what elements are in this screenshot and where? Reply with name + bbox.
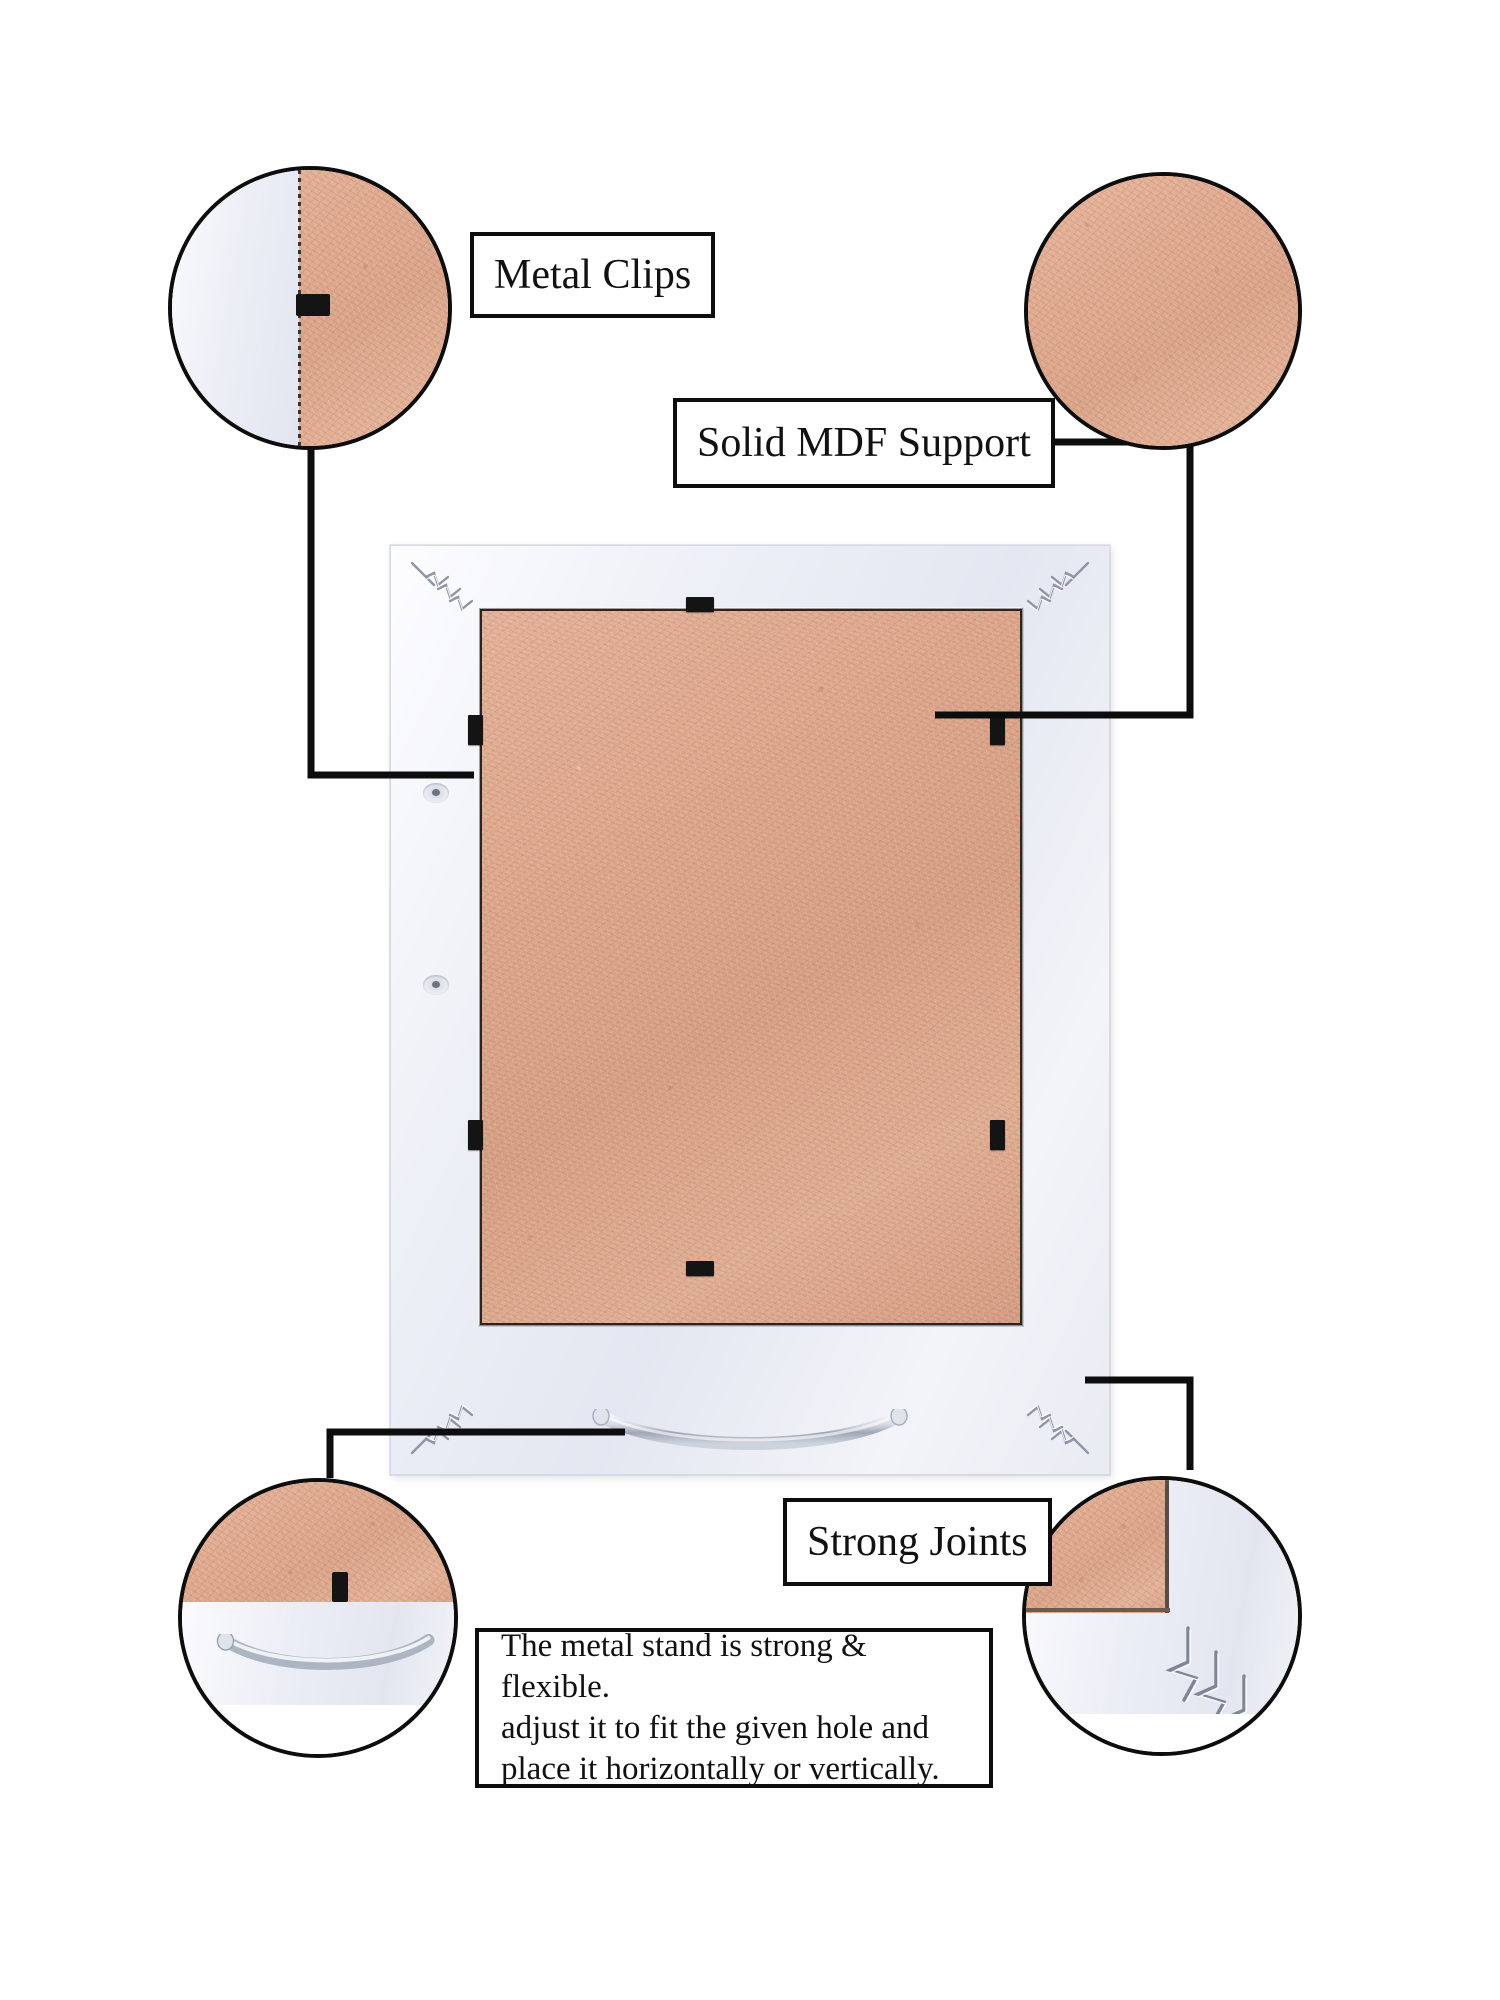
stand-line-1: The metal stand is strong & flexible. (501, 1628, 867, 1706)
label-metal-clips-text: Metal Clips (494, 252, 692, 298)
mdf-texture-detail-full (1028, 176, 1298, 446)
callout-circle-metal-stand (178, 1478, 458, 1758)
callout-circle-solid-mdf (1024, 172, 1302, 450)
callout-whitespace (182, 1705, 454, 1754)
stand-line-3: place it horizontally or vertically. (501, 1750, 940, 1787)
metal-clip-bottom (686, 1261, 714, 1276)
label-strong-joints-text: Strong Joints (807, 1519, 1028, 1565)
keyhole-slot-lower (423, 975, 449, 995)
metal-stand-detail (215, 1631, 438, 1674)
corner-joint-bottom-left (404, 1365, 500, 1461)
metal-stand-wire (590, 1406, 910, 1453)
label-solid-mdf-support-text: Solid MDF Support (697, 420, 1031, 466)
mdf-lower-edge-detail (182, 1482, 454, 1602)
metal-clip-detail (296, 294, 331, 317)
label-solid-mdf-support: Solid MDF Support (673, 398, 1055, 488)
metal-clip-detail-bottom (331, 1571, 348, 1602)
keyhole-slot-upper (423, 783, 449, 803)
picture-frame-back (390, 545, 1110, 1475)
callout-circle-strong-joints (1022, 1476, 1302, 1756)
metal-clip-top (686, 597, 714, 612)
mdf-backing-board (482, 611, 1020, 1323)
corner-joint-bottom-right (1000, 1365, 1096, 1461)
label-metal-stand-description: The metal stand is strong & flexible. ad… (475, 1628, 993, 1788)
label-metal-clips: Metal Clips (470, 232, 716, 318)
stand-line-2: adjust it to fit the given hole and (501, 1710, 930, 1746)
frame-edge-detail (172, 170, 299, 446)
board-edge-shadow-h (1026, 1607, 1171, 1612)
metal-clip-left-lower (468, 1120, 483, 1150)
callout-whitespace-joints (1026, 1713, 1298, 1752)
label-metal-stand-text: The metal stand is strong & flexible. ad… (479, 1626, 989, 1790)
metal-clip-right-lower (990, 1120, 1005, 1150)
label-strong-joints: Strong Joints (783, 1498, 1052, 1586)
corner-joint-top-left (404, 555, 500, 651)
metal-clip-left-upper (468, 715, 483, 745)
corner-joint-top-right (1000, 555, 1096, 651)
board-edge-shadow-v (1164, 1480, 1169, 1614)
metal-clip-right-upper (990, 715, 1005, 745)
callout-circle-metal-clips (168, 166, 452, 450)
